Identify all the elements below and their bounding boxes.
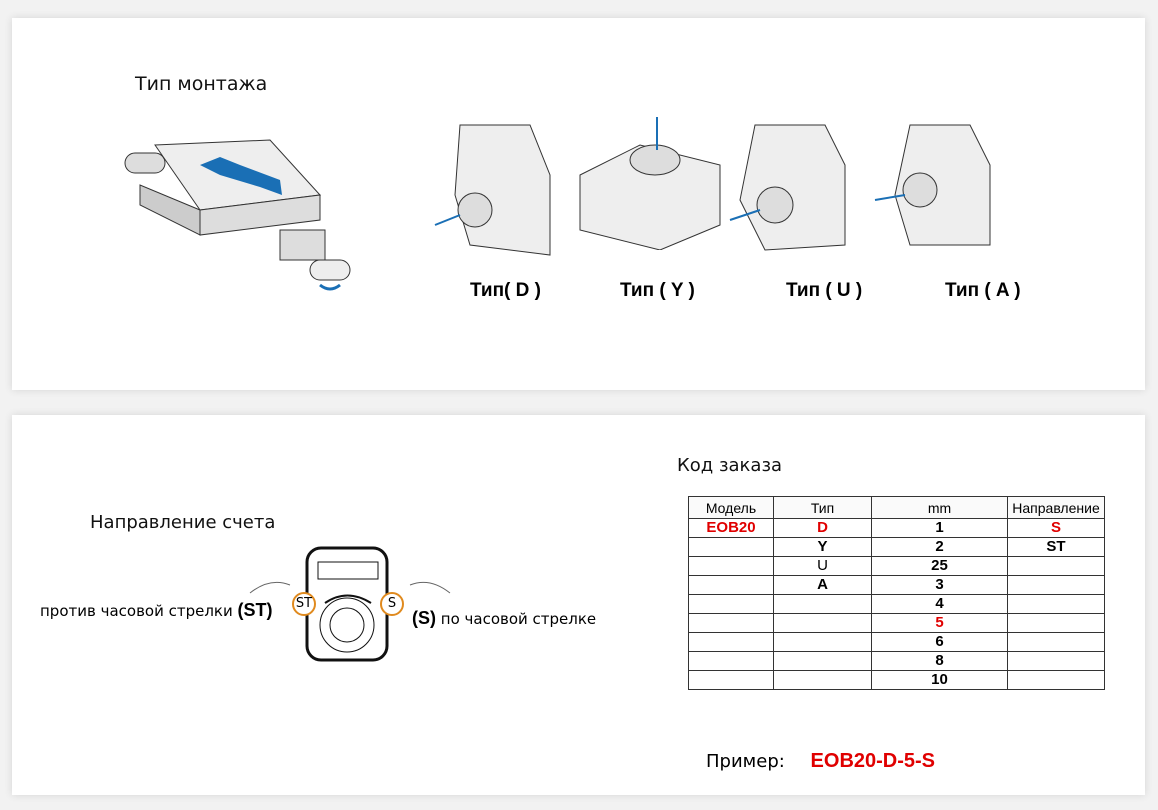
cell: [1007, 651, 1105, 671]
cell: 6: [871, 632, 1008, 652]
example-line: Пример: EOB20-D-5-S: [706, 750, 935, 773]
cell: [773, 632, 872, 652]
cell: [688, 556, 774, 576]
cell: [688, 594, 774, 614]
encoder-type-a-image: [874, 124, 991, 246]
cell: [1007, 575, 1105, 595]
table-row: 10: [688, 670, 1105, 690]
cell: [688, 632, 774, 652]
cell: ST: [1007, 537, 1105, 557]
direction-title: Направление счета: [90, 512, 276, 533]
example-value: EOB20-D-5-S: [810, 750, 936, 772]
cell: 25: [871, 556, 1008, 576]
cell: [773, 613, 872, 633]
cw-badge: S: [380, 592, 404, 616]
cell: U: [773, 556, 872, 576]
cell: Y: [773, 537, 872, 557]
cell: 1: [871, 518, 1008, 538]
type-a-label: Тип ( A ): [945, 280, 1021, 301]
mounting-title: Тип монтажа: [135, 73, 268, 95]
linear-stage-illustration: [124, 139, 351, 291]
cell: [1007, 670, 1105, 690]
type-d-label: Тип( D ): [470, 280, 541, 301]
cell: 5: [871, 613, 1008, 633]
cell: 4: [871, 594, 1008, 614]
table-row: 6: [688, 632, 1105, 652]
ccw-label: против часовой стрелки (ST): [40, 600, 273, 621]
encoder-front-diagram: [249, 546, 451, 662]
cell: [1007, 556, 1105, 576]
cell: [688, 575, 774, 595]
cell: S: [1007, 518, 1105, 538]
cell: 3: [871, 575, 1008, 595]
table-row: 8: [688, 651, 1105, 671]
cell: [688, 613, 774, 633]
table-row: 5: [688, 613, 1105, 633]
header-direction: Направление: [1007, 496, 1105, 519]
encoder-type-y-image: [579, 117, 721, 250]
cell: [1007, 594, 1105, 614]
cell: [688, 651, 774, 671]
type-u-label: Тип ( U ): [786, 280, 863, 301]
header-type: Тип: [773, 496, 872, 519]
cell: [688, 670, 774, 690]
header-model: Модель: [688, 496, 774, 519]
ccw-badge: ST: [292, 592, 316, 616]
encoder-type-u-image: [729, 124, 846, 251]
header-mm: mm: [871, 496, 1008, 519]
table-header-row: Модель Тип mm Направление: [688, 496, 1105, 519]
cell: 8: [871, 651, 1008, 671]
cell: EOB20: [688, 518, 774, 538]
cw-text: по часовой стрелке: [440, 610, 597, 628]
cell: [688, 537, 774, 557]
type-y-label: Тип ( Y ): [620, 280, 695, 301]
cell: A: [773, 575, 872, 595]
cell: [773, 651, 872, 671]
cell: [773, 670, 872, 690]
encoder-type-d-image: [434, 124, 551, 256]
cell: [1007, 613, 1105, 633]
cell: D: [773, 518, 872, 538]
cell: 10: [871, 670, 1008, 690]
cell: [773, 594, 872, 614]
cell: [1007, 632, 1105, 652]
order-title: Код заказа: [677, 455, 783, 476]
table-row: 4: [688, 594, 1105, 614]
cw-label: (S) по часовой стрелке: [412, 608, 596, 629]
ccw-text: против часовой стрелки: [40, 602, 233, 620]
example-label: Пример:: [706, 751, 785, 772]
cell: 2: [871, 537, 1008, 557]
cw-code: (S): [412, 608, 436, 628]
ccw-code: (ST): [237, 600, 273, 620]
